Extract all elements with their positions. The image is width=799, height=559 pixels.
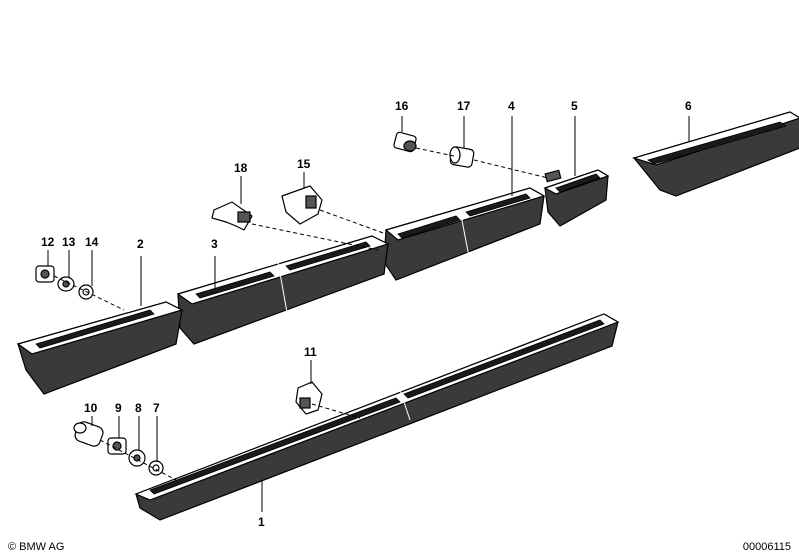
- part-13-washer: [57, 276, 75, 292]
- callout-8: 8: [135, 401, 142, 415]
- callout-7: 7: [153, 401, 160, 415]
- part-5-trim-piece: [543, 169, 610, 227]
- callout-3: 3: [211, 237, 218, 251]
- callout-1: 1: [258, 515, 265, 529]
- part-3-trim-strip: [176, 235, 390, 345]
- part-4-trim-strip: [383, 187, 546, 281]
- callout-11: 11: [304, 345, 317, 359]
- part-16-grommet: [393, 131, 417, 153]
- part-18-clip: [211, 201, 253, 231]
- callout-9: 9: [115, 401, 122, 415]
- callout-labels: 1 2 3 4 5 6 7 8 9 10 11 12 13 14 15 16 1…: [41, 99, 692, 529]
- part-7-washer: [148, 460, 164, 476]
- part-10-bolt: [73, 421, 104, 447]
- part-9-nut: [107, 437, 127, 455]
- part-1-sill-trim: [134, 313, 620, 521]
- callout-13: 13: [62, 235, 76, 249]
- part-17-bushing: [449, 146, 475, 168]
- part-11-clip: [295, 381, 323, 415]
- callout-4: 4: [508, 99, 515, 113]
- callout-18: 18: [234, 161, 248, 175]
- part-6-trim-end: [631, 111, 799, 197]
- callout-2: 2: [137, 237, 144, 251]
- copyright-label: © BMW AG: [8, 541, 65, 553]
- callout-15: 15: [297, 157, 311, 171]
- callout-14: 14: [85, 235, 99, 249]
- callout-17: 17: [457, 99, 471, 113]
- part-15-clip: [281, 185, 323, 225]
- document-number: 00006115: [742, 541, 791, 553]
- part-2-trim-end: [16, 301, 184, 395]
- callout-12: 12: [41, 235, 55, 249]
- part-12-nut: [35, 265, 55, 283]
- callout-10: 10: [84, 401, 98, 415]
- leader-lines: [47, 116, 690, 512]
- callout-6: 6: [685, 99, 692, 113]
- assembly-lines: [53, 147, 549, 481]
- callout-5: 5: [571, 99, 578, 113]
- callout-16: 16: [395, 99, 409, 113]
- part-8-washer: [128, 449, 146, 467]
